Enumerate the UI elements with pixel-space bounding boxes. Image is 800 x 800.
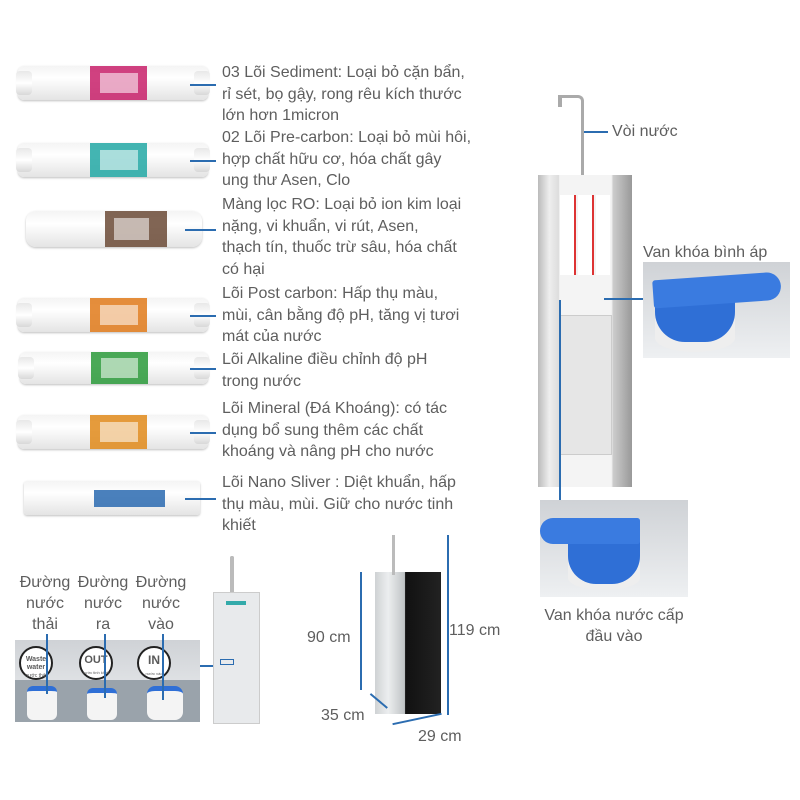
faucet-label: Vòi nước <box>612 123 678 140</box>
inlet-valve-label: Van khóa nước cấp đầu vào <box>544 607 684 645</box>
port-label-out: Đường nước ra <box>77 574 129 633</box>
filter-description: Lõi Nano Sliver : Diệt khuẩn, hấp thụ mà… <box>222 474 456 534</box>
waste-connector <box>27 686 57 720</box>
in-connector <box>147 686 183 720</box>
port-label-waste: Đường nước thải <box>19 574 71 633</box>
tank-valve-photo <box>643 262 790 358</box>
filter-leader-line <box>190 315 216 317</box>
filter-sediment <box>16 66 210 100</box>
filter-leader-line <box>185 229 216 231</box>
filter-nano-silver <box>24 481 200 515</box>
filter-leader-line <box>190 160 216 162</box>
filter-ro-membrane <box>26 211 202 247</box>
filter-alkaline <box>18 352 210 384</box>
filter-leader-line <box>190 84 216 86</box>
filter-leader-line <box>190 368 216 370</box>
filter-mineral <box>16 415 210 449</box>
filter-description: 02 Lõi Pre-carbon: Loại bỏ mùi hôi, hợp … <box>222 129 472 189</box>
filter-post-carbon <box>16 298 210 332</box>
dimension-width: 29 cm <box>418 728 462 745</box>
filter-leader-line <box>190 432 216 434</box>
faucet <box>560 95 584 175</box>
inlet-valve-photo <box>540 500 688 597</box>
machine-front-view <box>375 572 441 714</box>
dimension-depth: 35 cm <box>321 707 365 724</box>
dimension-total-height: 119 cm <box>449 622 501 639</box>
filter-description: 03 Lõi Sediment: Loại bỏ cặn bẩn, rỉ sét… <box>222 64 465 124</box>
filter-description: Màng lọc RO: Loại bỏ ion kim loại nặng, … <box>222 196 462 278</box>
dimension-body-height: 90 cm <box>307 629 351 646</box>
filter-description: Lõi Post carbon: Hấp thụ màu, mùi, cân b… <box>222 285 460 345</box>
filter-pre-carbon <box>16 143 210 177</box>
filter-description: Lõi Alkaline điều chỉnh độ pH trong nước <box>222 351 428 390</box>
tank-valve-label: Van khóa bình áp <box>643 244 768 261</box>
filter-leader-line <box>185 498 216 500</box>
out-connector <box>87 688 117 720</box>
filter-description: Lõi Mineral (Đá Khoáng): có tác dụng bổ … <box>222 400 447 460</box>
port-label-in: Đường nước vào <box>135 574 187 633</box>
machine-open-view <box>538 175 632 487</box>
machine-back-view <box>213 592 260 724</box>
